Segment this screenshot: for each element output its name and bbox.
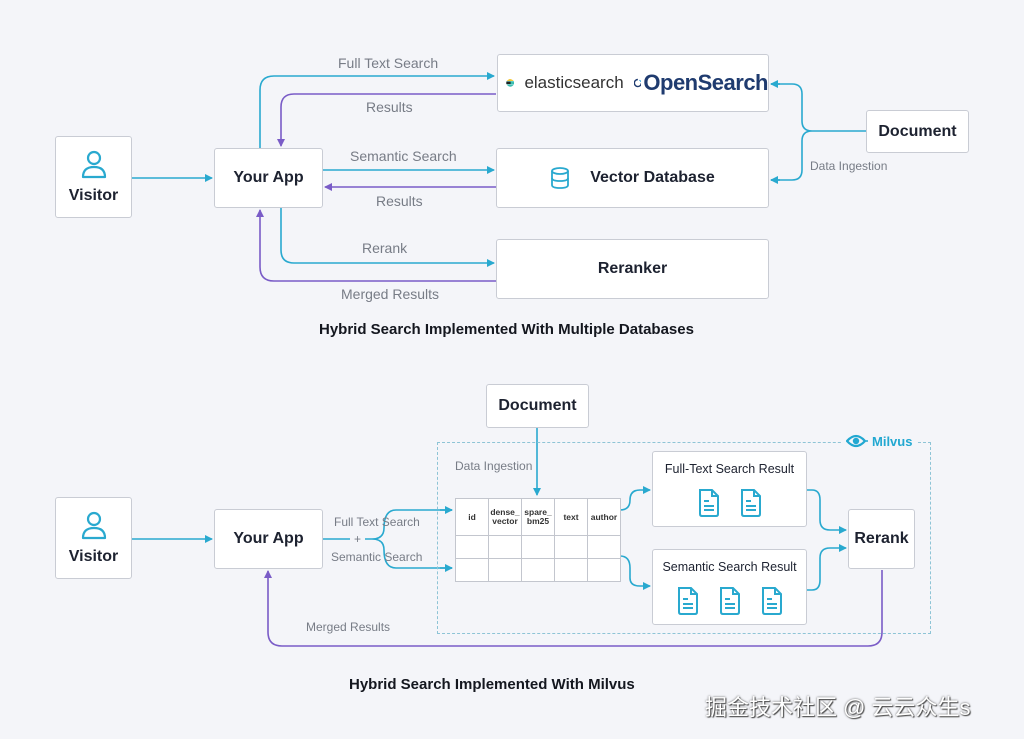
document-label: Document	[498, 397, 577, 414]
schema-row	[455, 535, 621, 559]
label-semantic-search: Semantic Search	[350, 148, 457, 164]
fulltext-engines-node: elasticsearch OpenSearch	[497, 54, 769, 112]
schema-column: spare_bm25	[521, 498, 555, 536]
document-icon	[739, 488, 763, 523]
edge-table-fulltext	[619, 486, 651, 511]
milvus-label: Milvus	[872, 433, 913, 449]
visitor-node: Visitor	[55, 136, 132, 218]
document-label: Document	[878, 122, 957, 140]
elasticsearch-label: elasticsearch	[524, 73, 624, 92]
milvus-eye-icon	[846, 434, 868, 448]
fulltext-result-docs	[653, 488, 806, 523]
caption-milvus: Hybrid Search Implemented With Milvus	[349, 676, 635, 693]
edge-full-text-search	[259, 72, 495, 148]
your-app-label: Your App	[233, 169, 304, 186]
label-results-1: Results	[366, 99, 413, 115]
edge-data-ingestion	[771, 83, 866, 181]
edge-rerank	[280, 208, 495, 267]
database-icon	[551, 167, 570, 189]
visitor-node-2: Visitor	[55, 497, 132, 579]
edge-fulltext-rerank	[807, 489, 847, 534]
label-full-text-search-2: Full Text Search	[334, 515, 420, 529]
document-node-2: Document	[486, 384, 589, 428]
document-icon	[718, 586, 742, 621]
schema-column: text	[554, 498, 588, 536]
schema-header-row: id dense_vector spare_bm25 text author	[455, 498, 621, 536]
opensearch-logo-icon	[633, 78, 642, 88]
schema-column: dense_vector	[488, 498, 522, 536]
elasticsearch-logo-icon	[506, 79, 515, 87]
fulltext-result-title: Full-Text Search Result	[664, 462, 795, 476]
vector-database-label: Vector Database	[590, 169, 715, 186]
milvus-boundary	[437, 442, 931, 634]
document-icon	[760, 586, 784, 621]
label-data-ingestion: Data Ingestion	[810, 159, 888, 173]
user-icon	[81, 511, 106, 540]
document-node: Document	[866, 110, 969, 153]
label-plus: +	[354, 532, 362, 546]
visitor-label: Visitor	[68, 548, 119, 565]
schema-row	[455, 558, 621, 582]
caption-multiple-databases: Hybrid Search Implemented With Multiple …	[319, 321, 694, 338]
document-icon	[676, 586, 700, 621]
label-results-2: Results	[376, 193, 423, 209]
visitor-label: Visitor	[68, 187, 119, 204]
watermark: 掘金技术社区 @ 云云众生s	[705, 695, 971, 720]
label-semantic-search-2: Semantic Search	[331, 550, 423, 564]
label-data-ingestion-2: Data Ingestion	[455, 459, 533, 473]
user-icon	[81, 150, 106, 179]
schema-column: id	[455, 498, 489, 536]
your-app-node-2: Your App	[214, 509, 323, 569]
edge-hybrid-split	[323, 509, 452, 569]
document-icon	[697, 488, 721, 523]
edge-merged-results-2	[264, 570, 883, 647]
opensearch-label: OpenSearch	[643, 70, 768, 95]
edge-merged-results	[256, 209, 496, 282]
vector-database-node: Vector Database	[496, 148, 769, 208]
semantic-result-title: Semantic Search Result	[662, 560, 797, 574]
edge-semantic-rerank	[807, 544, 847, 591]
rerank-label: Rerank	[854, 530, 909, 547]
semantic-result-node: Semantic Search Result	[652, 549, 807, 625]
collection-schema-table: id dense_vector spare_bm25 text author	[455, 498, 621, 582]
label-rerank: Rerank	[362, 240, 408, 256]
label-full-text-search: Full Text Search	[338, 55, 439, 71]
label-merged-results-2: Merged Results	[306, 620, 391, 634]
your-app-label: Your App	[233, 530, 304, 547]
schema-column: author	[587, 498, 621, 536]
fulltext-result-node: Full-Text Search Result	[652, 451, 807, 527]
label-merged-results: Merged Results	[341, 286, 440, 302]
rerank-node: Rerank	[848, 509, 915, 569]
milvus-brand: Milvus	[842, 433, 917, 449]
reranker-label: Reranker	[597, 260, 668, 277]
edge-table-semantic	[619, 555, 651, 590]
your-app-node: Your App	[214, 148, 323, 208]
reranker-node: Reranker	[496, 239, 769, 299]
edge-results-1	[277, 93, 496, 147]
semantic-result-docs	[653, 586, 806, 621]
